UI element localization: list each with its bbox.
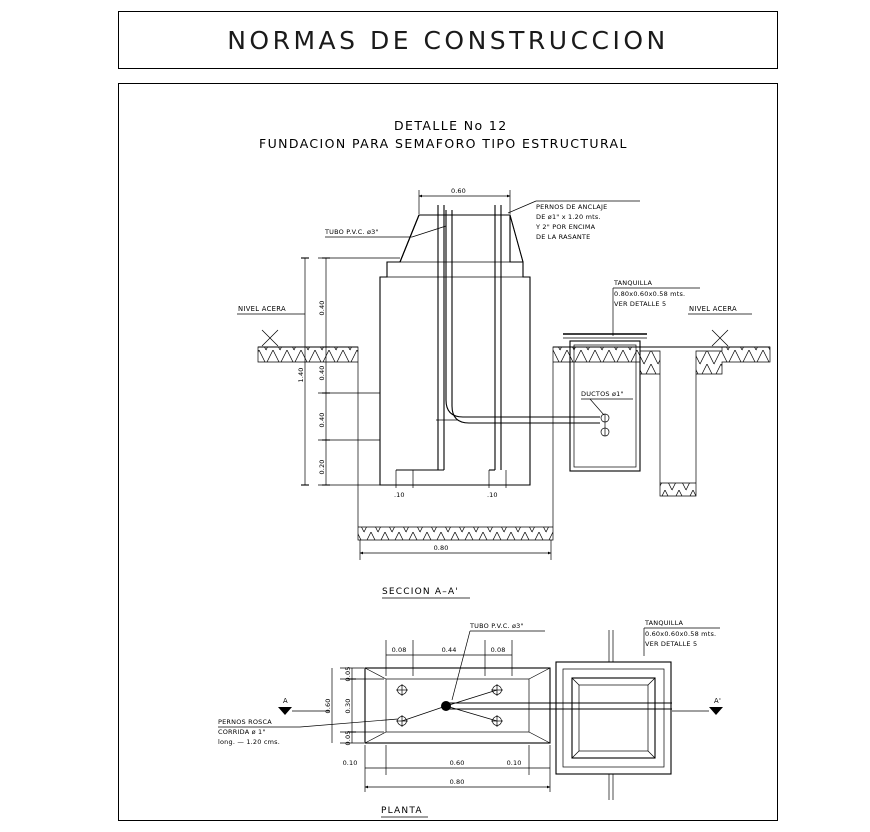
- pvc-pipe-label-plan: TUBO P.V.C. ø3": [469, 622, 524, 630]
- anchor-bolts-callout: PERNOS DE ANCLAJE DE ø1" x 1.20 mts. Y 2…: [507, 200, 640, 241]
- plan-dim-top-2: 0.44: [442, 646, 457, 654]
- plan-dim-left-3: 0.05: [344, 731, 352, 746]
- dim-v-2: 0.40: [318, 366, 326, 381]
- pvc-pipe-label-section: TUBO P.V.C. ø3": [324, 228, 379, 236]
- section-mark-a-left: A: [278, 697, 330, 715]
- dim-bottom-080: 0.80: [359, 540, 552, 560]
- plan-dim-top-3: 0.08: [491, 646, 506, 654]
- dim-chain-vertical: 0.40 0.40 0.40 0.20 1.40: [258, 257, 400, 486]
- dim-v-1: 0.40: [318, 301, 326, 316]
- plan-dim-left-overall: 0.60: [324, 699, 332, 714]
- tanquilla-title-plan: TANQUILLA: [644, 619, 684, 627]
- plan-tanquilla: [555, 630, 672, 800]
- bolt-hook-dim-left: .10: [394, 491, 405, 499]
- anchor-bolt-right: .10: [487, 205, 507, 499]
- tanquilla-callout-section: TANQUILLA 0.80x0.60x0.58 mts. VER DETALL…: [612, 279, 700, 336]
- plan-caption: PLANTA: [381, 806, 428, 818]
- plan-dim-top-1: 0.08: [392, 646, 407, 654]
- tanquilla-dims-plan: 0.60x0.60x0.58 mts.: [645, 630, 716, 638]
- plan-dim-bottom-3: 0.10: [507, 759, 522, 767]
- ducts-label: DUCTOS ø1": [581, 390, 624, 398]
- dim-top-value: 0.60: [451, 187, 466, 195]
- detail-number: DETALLE No 12: [394, 118, 508, 133]
- section-mark-a-label: A: [283, 697, 288, 705]
- foundation-outline: [379, 214, 531, 486]
- drawing-body-frame: [118, 83, 778, 821]
- section-mark-aprime-label: A': [714, 697, 721, 705]
- ground-hatch: [257, 346, 771, 541]
- plan-conduit: [446, 702, 672, 710]
- anchor-bolts-line-3: Y 2" POR ENCIMA: [535, 223, 596, 231]
- sidewalk-level-right: NIVEL ACERA: [688, 305, 752, 347]
- section-mark-a-right: A': [672, 697, 723, 715]
- section-caption: SECCION A–A': [382, 587, 470, 599]
- plan-dim-bottom-2: 0.60: [450, 759, 465, 767]
- dim-top-060: 0.60: [418, 187, 511, 214]
- plan-dim-bottom-1: 0.10: [343, 759, 358, 767]
- anchor-bolts-line-2: DE ø1" x 1.20 mts.: [536, 213, 601, 221]
- threaded-bolts-line-2: CORRIDA ø 1": [218, 728, 266, 736]
- pvc-pipe-callout-plan: TUBO P.V.C. ø3": [451, 622, 545, 701]
- tanquilla-ref-section: VER DETALLE 5: [614, 300, 666, 308]
- section-caption-text: SECCION A–A': [382, 587, 459, 597]
- plan-dim-left: 0.05 0.30 0.05 0.60: [324, 667, 384, 746]
- anchor-bolts-line-4: DE LA RASANTE: [536, 233, 590, 241]
- plan-footing: [364, 667, 551, 744]
- plan-dim-left-2: 0.30: [344, 699, 352, 714]
- plan-dim-bottom: 0.10 0.60 0.10 0.80: [343, 745, 551, 792]
- threaded-bolts-callout: PERNOS ROSCA CORRIDA ø 1" long. — 1.20 c…: [218, 718, 399, 746]
- tanquilla-dims-section: 0.80x0.60x0.58 mts.: [614, 290, 685, 298]
- plan-dim-top: 0.08 0.44 0.08: [385, 640, 513, 676]
- sidewalk-level-left-label: NIVEL ACERA: [238, 305, 286, 313]
- ducts-callout: DUCTOS ø1": [581, 390, 633, 437]
- tanquilla-callout-plan: TANQUILLA 0.60x0.60x0.58 mts. VER DETALL…: [643, 619, 720, 656]
- tanquilla-title-section: TANQUILLA: [613, 279, 653, 287]
- detail-name: FUNDACION PARA SEMAFORO TIPO ESTRUCTURAL: [259, 136, 628, 151]
- dim-bottom-value: 0.80: [434, 544, 449, 552]
- plan-caption-text: PLANTA: [381, 806, 423, 816]
- tanquilla-section: [563, 333, 647, 472]
- dim-v-3: 0.40: [318, 413, 326, 428]
- dim-total-depth: 1.40: [297, 368, 305, 383]
- dim-v-4: 0.20: [318, 460, 326, 475]
- anchor-bolt-left: .10: [394, 205, 445, 499]
- sidewalk-level-left: NIVEL ACERA: [237, 305, 305, 347]
- pvc-pipe-callout-section: TUBO P.V.C. ø3": [324, 225, 447, 238]
- conduit-run: [436, 210, 600, 424]
- plan-dim-bottom-overall: 0.80: [450, 778, 465, 786]
- threaded-bolts-line-1: PERNOS ROSCA: [218, 718, 272, 726]
- bolt-hook-dim-right: .10: [487, 491, 498, 499]
- title-block-frame: [118, 11, 778, 69]
- sheet-title: NORMAS DE CONSTRUCCION: [227, 25, 669, 55]
- threaded-bolts-line-3: long. — 1.20 cms.: [218, 738, 280, 746]
- plan-dim-left-1: 0.05: [344, 667, 352, 682]
- tanquilla-ref-plan: VER DETALLE 5: [645, 640, 697, 648]
- anchor-bolts-line-1: PERNOS DE ANCLAJE: [536, 203, 607, 211]
- sidewalk-level-right-label: NIVEL ACERA: [689, 305, 737, 313]
- plan-bolts: [396, 684, 503, 727]
